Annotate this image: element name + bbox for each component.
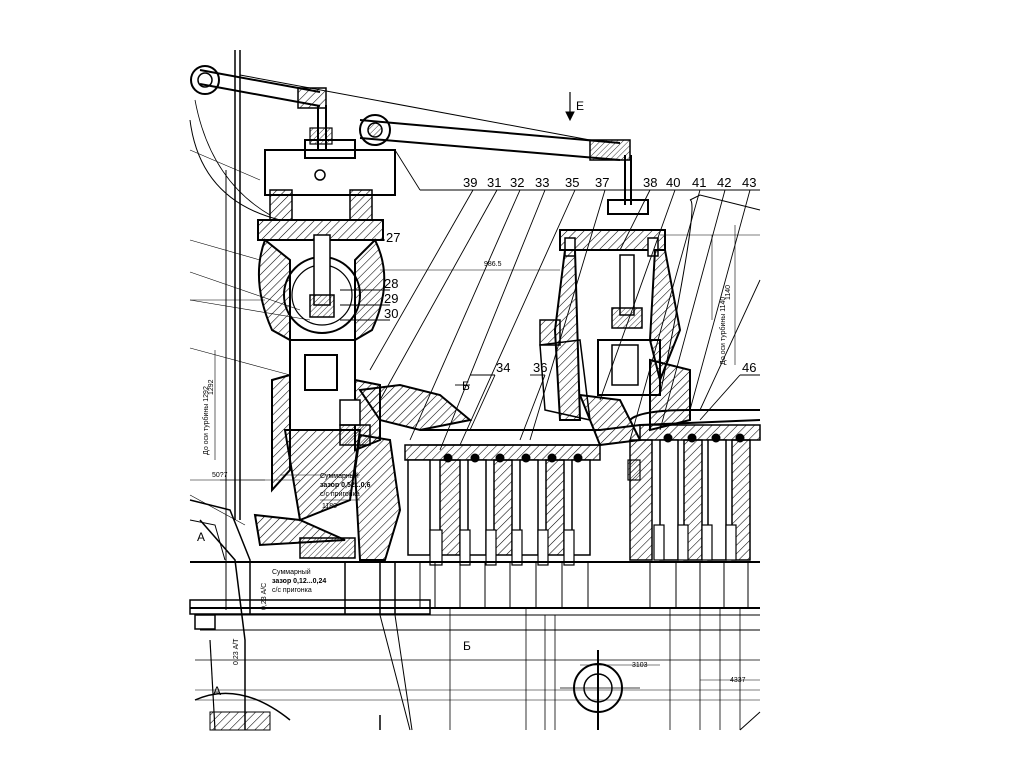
dim-1180: 1180 — [322, 503, 337, 510]
callout-34: 34 — [496, 360, 510, 375]
section-letter-b-low: Б — [463, 639, 471, 653]
note-axis-1292: До оси турбины 1292 — [202, 386, 210, 455]
note-gap-1-l1: Суммарный — [320, 472, 359, 480]
note-gap-2-l2: зазор 0,12...0,24 — [272, 578, 326, 585]
callout-numbers: 39 31 32 33 35 37 38 40 41 42 43 27 28 2… — [384, 175, 756, 375]
callout-30: 30 — [384, 306, 398, 321]
section-letter-a-left: А — [197, 530, 205, 544]
section-letters: Е Б Б А А — [197, 99, 584, 698]
rotor-shaft — [190, 561, 760, 731]
section-letter-a-low: А — [213, 684, 221, 698]
callout-36: 36 — [533, 360, 547, 375]
callout-leaders — [340, 149, 761, 451]
note-gap-2-l3: с/с пригонка — [272, 587, 312, 594]
callout-35: 35 — [565, 175, 579, 190]
callout-32: 32 — [510, 175, 524, 190]
left-frame-lines — [189, 50, 311, 610]
dimension-values: 986.5 1140 1292 3103 4337 50?7 1180 — [208, 261, 746, 684]
section-letter-e: Е — [576, 99, 584, 113]
callout-31: 31 — [487, 175, 501, 190]
dim-3103: 3103 — [632, 662, 648, 669]
callout-33: 33 — [535, 175, 549, 190]
note-vertical-1: 0,23 А/С — [261, 583, 268, 610]
note-gap-1-l3: с/с пригонка — [320, 491, 360, 498]
dim-1292: 1292 — [208, 379, 215, 395]
callout-28: 28 — [384, 276, 398, 291]
callout-27: 27 — [386, 230, 400, 245]
section-letter-b-mid: Б — [462, 379, 470, 393]
dim-4337: 4337 — [730, 677, 746, 684]
dim-5097: 50?7 — [212, 472, 228, 479]
callout-46: 46 — [742, 360, 756, 375]
callout-40: 40 — [666, 175, 680, 190]
linkage-lever-right — [239, 74, 632, 205]
callout-43: 43 — [742, 175, 756, 190]
callout-29: 29 — [384, 291, 398, 306]
right-valve-housing — [539, 199, 691, 481]
callout-38: 38 — [643, 175, 657, 190]
linkage-lever-left — [190, 65, 333, 150]
note-gap-1-l2: зазор 0,52...0,6 — [320, 482, 370, 489]
casing-contour — [420, 194, 761, 446]
dim-986-5: 986.5 — [484, 261, 502, 268]
rotor-stages-left — [404, 444, 601, 566]
callout-39: 39 — [463, 175, 477, 190]
callout-41: 41 — [692, 175, 706, 190]
bearing-detail — [560, 650, 761, 731]
drawing-notes: До оси турбины 1292 До оси турбины 1140 … — [202, 297, 727, 665]
dimension-lines — [214, 235, 760, 681]
note-axis-1140: До оси турбины 1140 — [719, 297, 727, 365]
steam-chest-connection — [339, 383, 473, 561]
callout-37: 37 — [595, 175, 609, 190]
lower-left-assembly — [189, 499, 431, 731]
rotor-stages-right — [629, 424, 761, 561]
note-gap-2-l1: Суммарный — [272, 568, 311, 576]
note-vertical-2: 0,23 А/Т — [233, 638, 240, 665]
callout-42: 42 — [717, 175, 731, 190]
dim-1140: 1140 — [725, 285, 732, 300]
left-valve-housing — [253, 139, 396, 559]
